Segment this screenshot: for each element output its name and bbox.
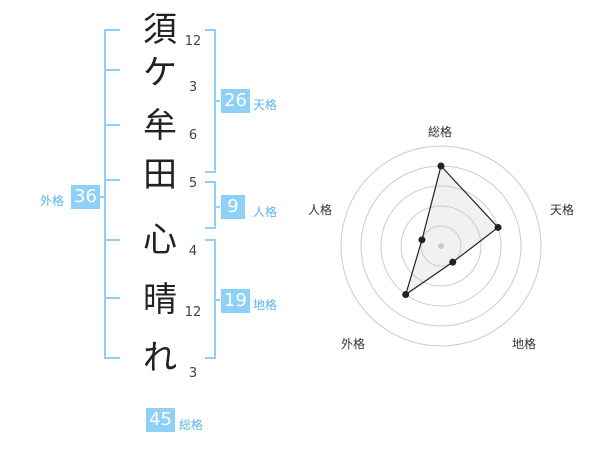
jinkaku-label: 人格 <box>253 205 278 219</box>
name-char-3: 牟 <box>143 106 177 146</box>
tenkaku-bracket <box>205 29 216 173</box>
radar-label-tenkaku: 天格 <box>550 203 575 217</box>
soukaku-label: 総格 <box>179 418 204 432</box>
name-char-2: ケ <box>143 53 177 93</box>
tenkaku-value: 26 <box>221 89 250 113</box>
soukaku-value: 45 <box>146 408 175 432</box>
radar-chart <box>340 145 542 347</box>
radar-center <box>438 243 444 249</box>
jinkaku-bracket <box>205 181 216 229</box>
radar-ring-2 <box>400 205 482 287</box>
radar-label-gaikaku: 外格 <box>341 337 366 351</box>
radar-series-polygon <box>404 164 499 296</box>
radar-ring-1 <box>420 225 462 267</box>
radar-point-2 <box>494 223 502 231</box>
stroke-count-5: 4 <box>188 244 198 259</box>
radar-point-1 <box>437 162 445 170</box>
radar-point-5 <box>418 236 426 244</box>
radar-point-4 <box>402 291 410 299</box>
stroke-count-2: 3 <box>188 80 198 95</box>
name-char-5: 心 <box>143 220 177 260</box>
name-char-7: れ <box>143 338 177 378</box>
stroke-count-7: 3 <box>188 366 198 381</box>
chikaku-bracket <box>205 239 216 359</box>
stroke-count-1: 12 <box>184 34 202 49</box>
chikaku-label: 地格 <box>253 298 278 312</box>
jinkaku-value: 9 <box>221 195 245 219</box>
radar-label-soukaku: 総格 <box>428 125 453 139</box>
stroke-count-4: 5 <box>188 176 198 191</box>
name-char-6: 晴 <box>143 280 177 320</box>
gaikaku-bracket <box>104 29 120 359</box>
chikaku-value: 19 <box>221 289 250 313</box>
stroke-count-3: 6 <box>188 128 198 143</box>
radar-label-chikaku: 地格 <box>512 337 537 351</box>
radar-label-jinkaku: 人格 <box>308 203 333 217</box>
radar-ring-3 <box>380 185 502 307</box>
tenkaku-label: 天格 <box>253 98 278 112</box>
radar-point-3 <box>449 258 457 266</box>
stroke-count-6: 12 <box>184 305 202 320</box>
radar-ring-5 <box>340 145 542 347</box>
gaikaku-label: 外格 <box>40 194 65 208</box>
gaikaku-value: 36 <box>71 185 100 209</box>
name-char-4: 田 <box>143 155 177 195</box>
name-char-1: 須 <box>143 10 177 50</box>
